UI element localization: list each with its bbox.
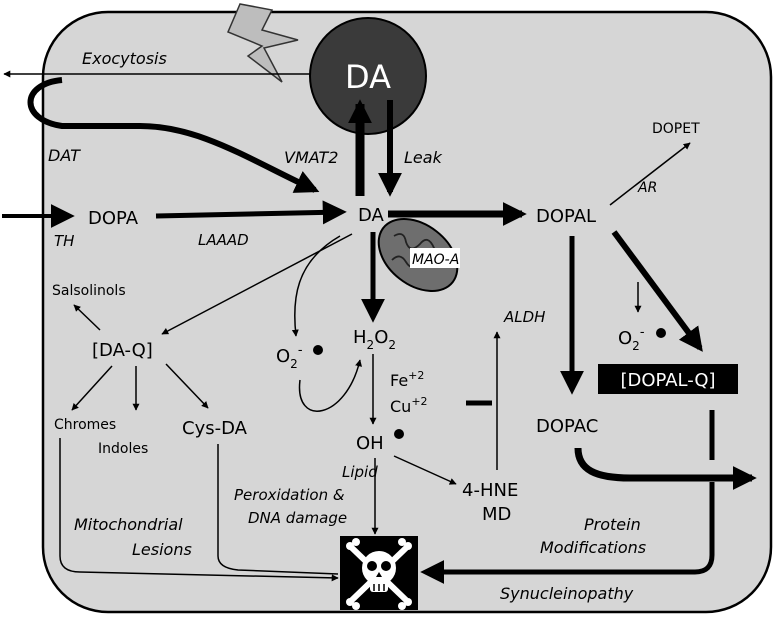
radical-dot-right bbox=[656, 328, 666, 338]
vmat2-label: VMAT2 bbox=[284, 148, 338, 167]
hne-label: 4-HNE bbox=[462, 480, 518, 501]
dopamine-vesicle bbox=[309, 17, 427, 135]
mao-a-label-bg bbox=[410, 248, 460, 268]
dopal-to-dopalq-arrow bbox=[611, 230, 703, 352]
superoxide-right-label: O2- bbox=[618, 325, 645, 353]
leak-label: Leak bbox=[404, 148, 443, 167]
synucleinopathy-label: Synucleinopathy bbox=[500, 584, 634, 603]
dopac-label: DOPAC bbox=[536, 416, 598, 437]
mito-lesions-line2: Lesions bbox=[132, 540, 192, 559]
lightning-bolt-icon bbox=[227, 3, 299, 83]
h2o2-label: H2O2 bbox=[353, 327, 396, 352]
lipid-label-line1: Lipid bbox=[342, 463, 378, 481]
dat-reuptake-path bbox=[27, 77, 320, 193]
superoxide-to-h2o2-arrow bbox=[298, 359, 362, 412]
aldh-label: ALDH bbox=[503, 308, 545, 326]
daq-to-cysda-arrow bbox=[165, 363, 209, 409]
daq-to-salsolinols-arrow bbox=[73, 304, 101, 331]
da-to-superoxide-arrow bbox=[291, 235, 341, 337]
protein-label-line2: Modifications bbox=[540, 538, 646, 557]
lipid-label-line3: DNA damage bbox=[248, 509, 347, 527]
da-label: DA bbox=[358, 205, 385, 226]
dopal-to-dopet-arrow bbox=[609, 142, 691, 206]
dopet-label: DOPET bbox=[652, 121, 700, 137]
daq-to-chromes-arrow bbox=[71, 365, 113, 411]
laaad-label: LAAAD bbox=[198, 231, 249, 249]
chromes-label: Chromes bbox=[54, 417, 116, 433]
dopal-label: DOPAL bbox=[536, 206, 596, 227]
ar-label: AR bbox=[637, 180, 657, 196]
da-q-label: [DA-Q] bbox=[92, 340, 153, 361]
exocytosis-label: Exocytosis bbox=[82, 49, 167, 68]
radical-dot-oh bbox=[394, 429, 404, 439]
protein-label-line1: Protein bbox=[584, 515, 641, 534]
dopa-label: DOPA bbox=[88, 208, 139, 229]
radical-dot-left bbox=[313, 345, 323, 355]
oh-to-hne-arrow bbox=[393, 455, 457, 485]
skull-and-crossbones-icon bbox=[340, 536, 418, 610]
dopac-export-path bbox=[574, 447, 757, 490]
mao-a-label: MAO-A bbox=[412, 252, 459, 268]
cu-label: Cu+2 bbox=[390, 395, 428, 416]
dopal-q-label: [DOPAL-Q] bbox=[620, 370, 715, 391]
cysda-to-death-path bbox=[217, 444, 339, 575]
laaad-arrow bbox=[155, 200, 347, 225]
mito-lesions-line1: Mitochondrial bbox=[74, 515, 183, 534]
lipid-label-line2: Peroxidation & bbox=[234, 486, 345, 504]
dopalq-to-death-path bbox=[420, 482, 715, 584]
cell-body bbox=[41, 10, 773, 614]
fe-label: Fe+2 bbox=[390, 369, 424, 390]
cys-da-label: Cys-DA bbox=[182, 418, 248, 439]
chromes-to-death-path bbox=[59, 438, 339, 582]
indoles-label: Indoles bbox=[98, 441, 148, 457]
dat-label: DAT bbox=[48, 146, 81, 165]
th-label: TH bbox=[54, 232, 74, 250]
oh-label: OH bbox=[356, 433, 384, 454]
superoxide-left-label: O2- bbox=[276, 343, 303, 371]
dopal-q-box bbox=[598, 364, 738, 394]
md-label: MD bbox=[482, 504, 511, 525]
vesicle-da-label: DA bbox=[345, 58, 391, 96]
salsolinols-label: Salsolinols bbox=[52, 283, 126, 299]
